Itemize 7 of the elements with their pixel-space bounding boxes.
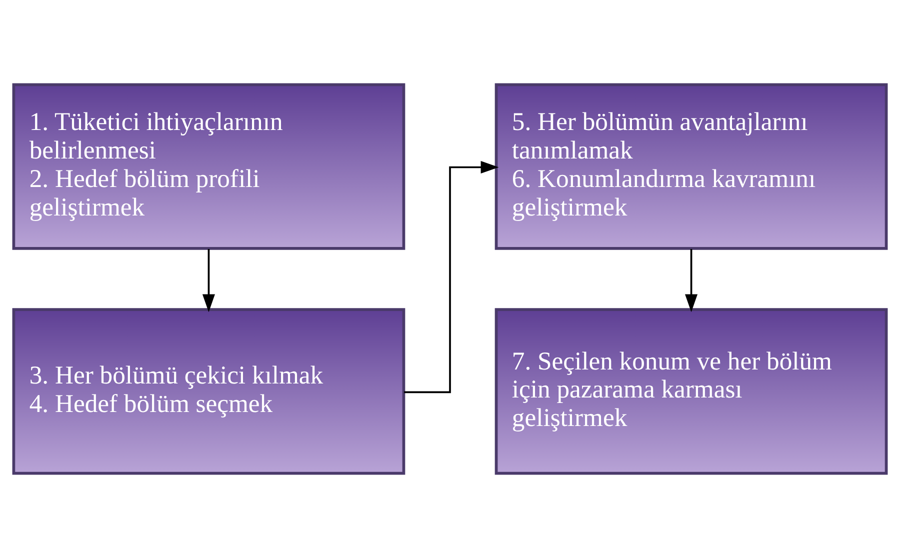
arrow bbox=[404, 160, 499, 394]
node-box: 1. Tüketici ihtiyaçlarının belirlenmesi 2. Hedef bölüm profili geliştirmek bbox=[12, 83, 406, 250]
node-box: 7. Seçilen konum ve her bölüm için pazarama karması geliştirmek bbox=[494, 308, 888, 475]
arrow bbox=[202, 249, 215, 312]
node-box: 3. Her bölümü çekici kılmak 4. Hedef bölüm seçmek bbox=[12, 308, 406, 475]
arrow bbox=[685, 249, 698, 312]
node-box: 5. Her bölümün avantajlarını tanımlamak 6. Konumlandırma kavramını geliştirmek bbox=[494, 83, 888, 250]
